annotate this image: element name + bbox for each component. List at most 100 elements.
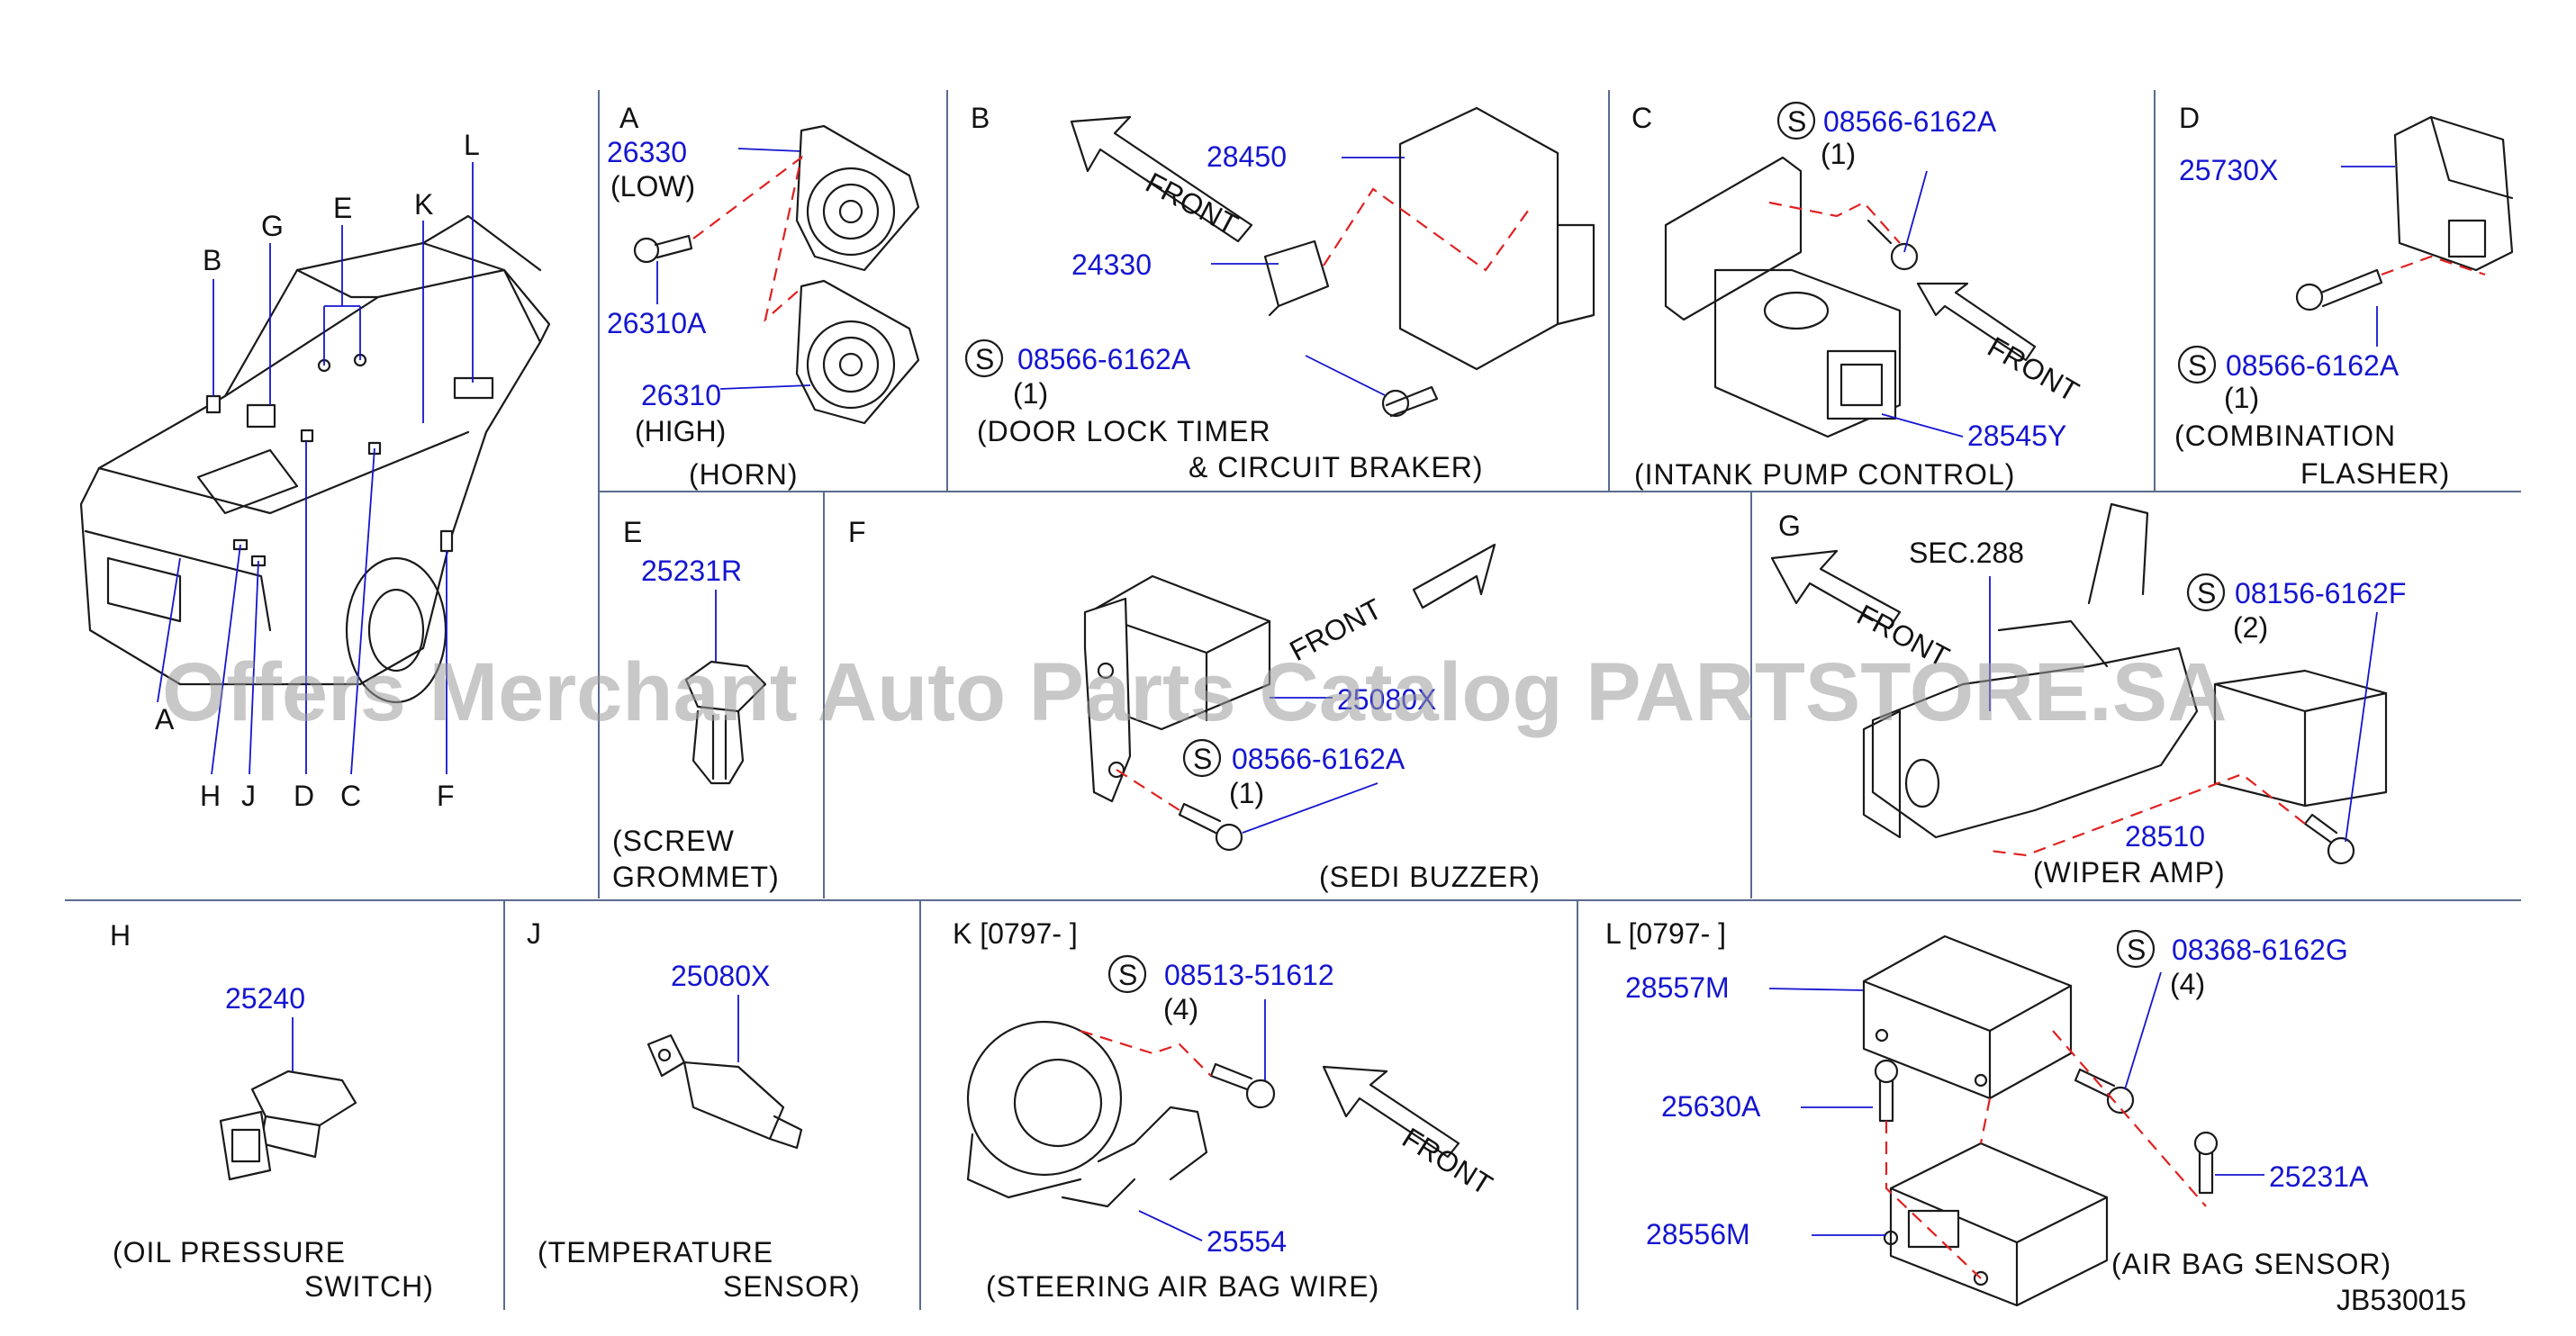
part-qty-b: (1) [1013,377,1048,410]
bolt-icon [2303,813,2355,865]
screw-icon [1178,802,1243,852]
part-number-08566-6162a-c[interactable]: 08566-6162A [1823,105,1997,138]
part-number-25240[interactable]: 25240 [225,982,305,1015]
part-number-25231r[interactable]: 25231R [641,555,742,587]
std-marker-s-c: S [1787,105,1806,138]
grommet-icon [684,660,767,785]
watermark: Offers Merchant Auto Parts Catalog PARTS… [162,646,2228,738]
timer-module-icon [1398,106,1595,371]
temperature-sensor-icon [646,1034,803,1150]
air-bag-sensor-unit-icon [1883,1142,2109,1307]
panel-b-front-label: FRONT [1141,166,1243,241]
part-number-25080x-f[interactable]: 25080X [1337,683,1436,716]
drawing-code: JB530015 [2336,1284,2466,1316]
part-number-08368-6162g[interactable]: 08368-6162G [2172,934,2348,966]
panel-d-caption-line2: FLASHER) [2300,457,2450,490]
panel-d-combination-flasher: D 25730X S 08566-6162A (1) (COMBINATION … [2174,102,2514,490]
part-number-26330[interactable]: 26330 [607,136,687,168]
panel-g-caption: (WIPER AMP) [2033,856,2226,889]
overview-label-a: A [155,703,175,736]
panel-a-horn: A 26330 (LOW) 26310A 26310 (HIGH) (HORN) [607,102,920,491]
part-qty-high: (HIGH) [635,415,726,447]
panel-c-letter: C [1631,102,1652,134]
part-qty-g: (2) [2233,611,2268,644]
wiper-motor-icon [1862,502,2199,839]
panel-b-letter: B [971,102,990,134]
panel-c-front-label: FRONT [1983,330,2084,408]
panel-k-front-label: FRONT [1396,1121,1498,1201]
panel-l-air-bag-sensor: L [0797- ] 28557M S 08368-6162G (4) 2563… [1605,917,2391,1307]
part-qty-low: (LOW) [610,170,695,203]
panel-c-caption: (INTANK PUMP CONTROL) [1634,458,2015,491]
front-arrow-icon [1770,549,1902,630]
part-number-08566-6162a-f[interactable]: 08566-6162A [1232,743,1406,775]
panel-d-letter: D [2179,102,2200,134]
part-number-08513-51612[interactable]: 08513-51612 [1164,959,1334,991]
part-number-26310a[interactable]: 26310A [607,307,707,339]
part-number-25231a[interactable]: 25231A [2269,1160,2369,1193]
panel-j-caption-line2: SENSOR) [723,1270,861,1303]
panel-h-caption-line2: SWITCH) [304,1270,434,1303]
part-number-08566-6162a-b[interactable]: 08566-6162A [1017,343,1191,375]
std-marker-s-l: S [2127,934,2146,966]
screw-icon [2295,268,2383,311]
panel-b-caption-line2: & CIRCUIT BRAKER) [1189,451,1484,483]
bolt-icon [2074,1068,2135,1115]
part-number-08156-6162f[interactable]: 08156-6162F [2235,577,2406,609]
overview-label-d: D [294,780,314,812]
bolt-icon [1874,1059,1899,1123]
panel-f-letter: F [848,516,866,548]
panel-e-letter: E [623,516,642,548]
panel-e-caption-line1: (SCREW [612,825,735,857]
panel-h-letter: H [110,919,131,952]
panel-e-caption-line2: GROMMET) [612,861,780,893]
part-number-28450[interactable]: 28450 [1207,140,1287,173]
front-arrow-icon [1070,115,1253,243]
panel-b-door-lock-timer: B FRONT 28450 24330 S 08566-6162A (1) (D… [964,102,1595,483]
part-number-24330[interactable]: 24330 [1071,248,1152,281]
panel-b-caption-line1: (DOOR LOCK TIMER [977,415,1271,447]
overview-label-b: B [203,244,221,276]
vehicle-outline [79,214,551,704]
part-number-28545y[interactable]: 28545Y [1967,420,2066,452]
panel-grid [65,90,2521,1310]
part-number-28556m[interactable]: 28556M [1646,1218,1750,1250]
spiral-cable-icon [966,1020,1208,1208]
bolt-icon [633,234,693,264]
part-number-25554[interactable]: 25554 [1207,1225,1287,1258]
panel-j-letter: J [527,917,541,950]
panel-d-caption-line1: (COMBINATION [2174,420,2396,452]
panel-h-caption-line1: (OIL PRESSURE [113,1236,346,1268]
std-marker-s-d: S [2188,349,2207,382]
panel-k-steering-air-bag-wire: K [0797- ] S 08513-51612 (4) FRONT 25554… [953,917,1498,1303]
panel-l-letter: L [0797- ] [1605,917,1726,950]
std-marker-s-g: S [2197,577,2216,609]
part-qty-k: (4) [1163,993,1198,1025]
part-number-28510[interactable]: 28510 [2125,820,2205,853]
panel-a-caption: (HORN) [689,458,799,491]
overview-leaders [157,162,474,775]
overview-label-f: F [437,780,455,812]
part-qty-d: (1) [2224,382,2259,414]
panel-f-sedi-buzzer: F FRONT 25080X S 08566-6162A (1) (SEDI B… [848,516,1540,893]
part-number-25080x-j[interactable]: 25080X [671,960,770,992]
panel-j-caption-line1: (TEMPERATURE [538,1236,773,1268]
part-number-25630a[interactable]: 25630A [1661,1090,1761,1123]
horn-low-icon [795,124,920,272]
horn-high-icon [795,279,920,425]
panel-h-oil-pressure-switch: H 25240 (OIL PRESSURE SWITCH) [110,919,434,1303]
part-number-28557m[interactable]: 28557M [1625,971,1730,1004]
screw-icon [1209,1062,1276,1109]
panel-a-letter: A [619,102,639,134]
vehicle-overview: B G E K L A H J D C F [79,129,551,812]
part-number-26310[interactable]: 26310 [641,379,721,411]
overview-label-k: K [414,188,433,221]
panel-g-wiper-amp: G FRONT SEC.288 S 08156-6162F (2) 28510 … [1770,502,2406,889]
overview-label-h: H [200,780,221,812]
part-number-08566-6162a-d[interactable]: 08566-6162A [2226,349,2400,382]
pump-control-icon [1664,156,1902,438]
part-number-25730x[interactable]: 25730X [2179,154,2278,186]
panel-g-letter: G [1778,510,1801,542]
air-bag-sensor-bracket-icon [1862,934,2073,1100]
